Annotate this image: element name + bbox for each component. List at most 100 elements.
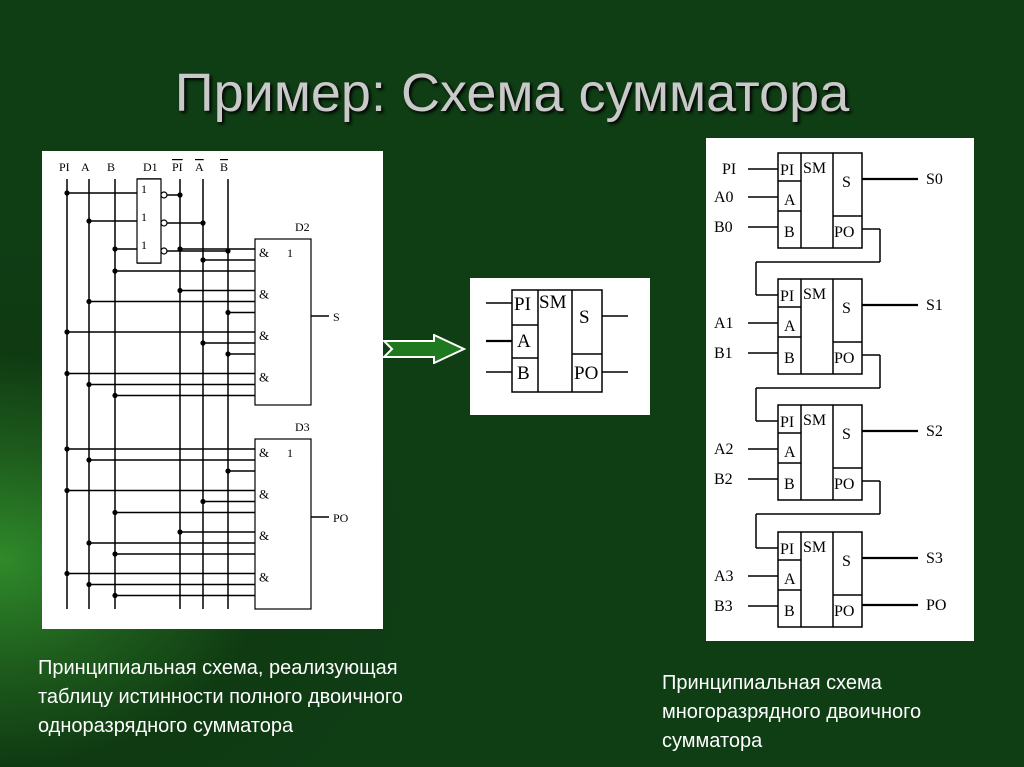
and-symbol: & bbox=[259, 528, 269, 543]
stage-po-label: PO bbox=[834, 603, 854, 620]
not-symbol: 1 bbox=[141, 238, 147, 252]
junction-dot bbox=[112, 551, 118, 557]
stage-a-label: A bbox=[784, 192, 796, 209]
output-label: S2 bbox=[926, 423, 943, 440]
stage-b-label: B bbox=[784, 350, 795, 367]
not-symbol: 1 bbox=[141, 210, 147, 224]
stage-sm-label: SM bbox=[803, 412, 826, 429]
junction-dot bbox=[64, 329, 70, 335]
junction-dot bbox=[86, 218, 92, 224]
stage-b-label: B bbox=[784, 603, 795, 620]
inverted-input-label: A bbox=[195, 160, 204, 174]
gate-d3-label: D3 bbox=[295, 420, 310, 434]
stage-po-label: PO bbox=[834, 224, 854, 241]
adder-symbol: PI SM A B S PO bbox=[486, 289, 628, 393]
junction-dot bbox=[64, 487, 70, 494]
junction-dot bbox=[86, 457, 92, 463]
slide-title: Пример: Схема сумматора bbox=[174, 63, 850, 123]
junction-dot bbox=[200, 220, 206, 226]
and-symbol: & bbox=[259, 245, 269, 260]
inversion-bubble bbox=[160, 219, 168, 227]
stage-a-label: A bbox=[784, 444, 796, 461]
stage-sm-label: SM bbox=[803, 539, 826, 556]
output-label: PO bbox=[926, 597, 946, 614]
caption-right-line: многоразрядного двоичного bbox=[662, 701, 922, 723]
or-gate-d3 bbox=[254, 438, 312, 610]
or-symbol: 1 bbox=[287, 246, 293, 260]
stage-b-label: B bbox=[784, 476, 795, 493]
junction-dot bbox=[112, 392, 118, 399]
stage-s-label: S bbox=[842, 426, 851, 443]
adder-symbol-panel: PI SM A B S PO bbox=[470, 278, 650, 415]
adder-pi-label: PI bbox=[514, 294, 531, 315]
inversion-bubble bbox=[160, 191, 168, 199]
and-symbol: & bbox=[259, 487, 269, 502]
junction-dot bbox=[86, 298, 92, 305]
junction-dot bbox=[112, 268, 118, 274]
caption-left-line: одноразрядного сумматора bbox=[38, 715, 294, 737]
stage-b-label: B bbox=[784, 224, 795, 241]
junction-dot bbox=[225, 248, 231, 254]
junction-dot bbox=[64, 190, 70, 196]
input-label: B3 bbox=[714, 598, 733, 615]
stage-s-label: S bbox=[842, 553, 851, 570]
adder-a-label: A bbox=[517, 331, 531, 352]
stage-s-label: S bbox=[842, 300, 851, 317]
inversion-bubble bbox=[160, 247, 168, 255]
stage-sm-label: SM bbox=[803, 160, 826, 177]
junction-dot bbox=[225, 468, 231, 474]
caption-right-line: Принципиальная схема bbox=[662, 672, 882, 694]
junction-dot bbox=[86, 540, 92, 546]
input-label: A2 bbox=[714, 441, 734, 458]
inverted-input-label: B bbox=[220, 160, 228, 174]
input-label: PI bbox=[722, 161, 736, 178]
adder-s-label: S bbox=[579, 307, 590, 328]
stage-a-label: A bbox=[784, 571, 796, 588]
stage-sm-label: SM bbox=[803, 286, 826, 303]
and-symbol: & bbox=[259, 370, 269, 385]
or-symbol: 1 bbox=[287, 446, 293, 460]
stage-po-label: PO bbox=[834, 350, 854, 367]
input-label: A bbox=[81, 160, 90, 174]
right-arrow-icon bbox=[381, 334, 467, 364]
stage-po-label: PO bbox=[834, 476, 854, 493]
gate-d2-label: D2 bbox=[295, 220, 310, 234]
junction-dot bbox=[177, 287, 183, 294]
or-gate-d2 bbox=[254, 238, 312, 406]
junction-dot bbox=[64, 570, 70, 577]
junction-dot bbox=[177, 246, 183, 252]
input-label: A1 bbox=[714, 315, 734, 332]
and-symbol: & bbox=[259, 287, 269, 302]
and-symbol: & bbox=[259, 570, 269, 585]
inverted-input-label: PI bbox=[172, 160, 183, 174]
stage-pi-label: PI bbox=[780, 162, 794, 179]
input-label: A0 bbox=[714, 189, 734, 206]
inverter-block bbox=[136, 178, 162, 264]
and-symbol: & bbox=[259, 328, 269, 343]
junction-dot bbox=[200, 257, 206, 263]
stage-pi-label: PI bbox=[780, 414, 794, 431]
caption-left: Принципиальная схема, реализующая таблиц… bbox=[38, 654, 518, 741]
junction-dot bbox=[112, 509, 118, 516]
junction-dot bbox=[200, 340, 206, 346]
stage-a-label: A bbox=[784, 318, 796, 335]
adder-stage-block bbox=[777, 278, 863, 375]
adder-stage-block bbox=[777, 404, 863, 501]
junction-dot bbox=[225, 309, 231, 316]
input-label: PI bbox=[59, 160, 70, 174]
stage-pi-label: PI bbox=[780, 541, 794, 558]
stage-pi-label: PI bbox=[780, 288, 794, 305]
adder-sm-label: SM bbox=[539, 292, 567, 313]
caption-right-line: сумматора bbox=[662, 730, 763, 752]
junction-dot bbox=[64, 370, 70, 377]
adder-stage-block bbox=[777, 531, 863, 628]
adder-po-label: PO bbox=[574, 363, 598, 384]
junction-dot bbox=[225, 351, 231, 357]
stage-s-label: S bbox=[842, 174, 851, 191]
junction-dot bbox=[177, 192, 183, 198]
input-label: A3 bbox=[714, 568, 734, 585]
caption-right: Принципиальная схема многоразрядного дво… bbox=[662, 669, 1022, 756]
